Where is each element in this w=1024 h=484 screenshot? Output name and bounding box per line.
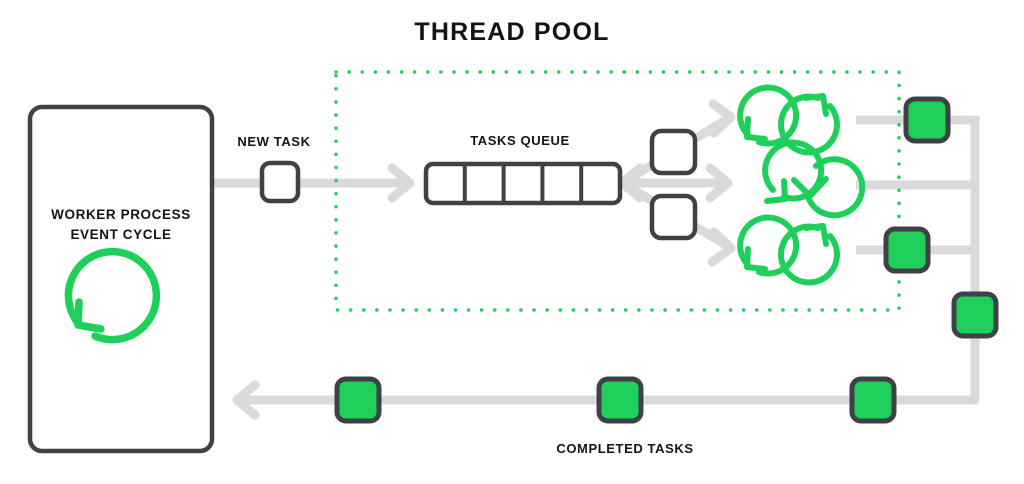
completed-task-square[interactable] [883, 226, 931, 274]
arrowhead-dispatch-down [707, 227, 736, 267]
thread-pool-boundary [334, 70, 901, 312]
tasks-queue-container [423, 161, 623, 206]
completed-task-squares [334, 96, 999, 424]
refresh-cycle-icon [64, 247, 161, 344]
flow-paths [212, 115, 980, 405]
worker-process-label-line2: EVENT CYCLE [70, 227, 172, 242]
page-title: THREAD POOL [414, 18, 610, 46]
dispatch-slot-box-2[interactable] [649, 193, 698, 241]
completed-tasks-label: COMPLETED TASKS [556, 441, 694, 456]
new-task-label: NEW TASK [237, 134, 311, 149]
path-right-rail [245, 116, 980, 405]
completed-task-square[interactable] [903, 96, 951, 144]
arrowhead-dispatch-mid [705, 163, 733, 203]
thread-icon-row3-right [778, 223, 840, 286]
thread-icon-row1-right [778, 93, 840, 156]
arrowhead-return-to-worker [232, 380, 260, 420]
completed-task-square[interactable] [849, 376, 897, 424]
completed-task-square[interactable] [596, 376, 644, 424]
worker-process-label: WORKER PROCESS EVENT CYCLE [29, 205, 213, 245]
new-task-box[interactable] [259, 160, 301, 204]
completed-task-square[interactable] [334, 376, 382, 424]
arrowhead-to-queue [387, 163, 415, 203]
thread-icon-row3-left [737, 214, 800, 277]
completed-task-square[interactable] [951, 291, 999, 339]
tasks-queue[interactable] [423, 161, 623, 206]
worker-process-box [27, 104, 215, 454]
arrowhead-dispatch-up [708, 99, 736, 138]
worker-process-label-line1: WORKER PROCESS [51, 207, 191, 222]
tasks-queue-label: TASKS QUEUE [470, 133, 570, 148]
thread-icon-row1-left [737, 84, 800, 147]
dispatch-slot-box-1[interactable] [649, 128, 698, 176]
thread-icon-row2-right [791, 156, 866, 219]
